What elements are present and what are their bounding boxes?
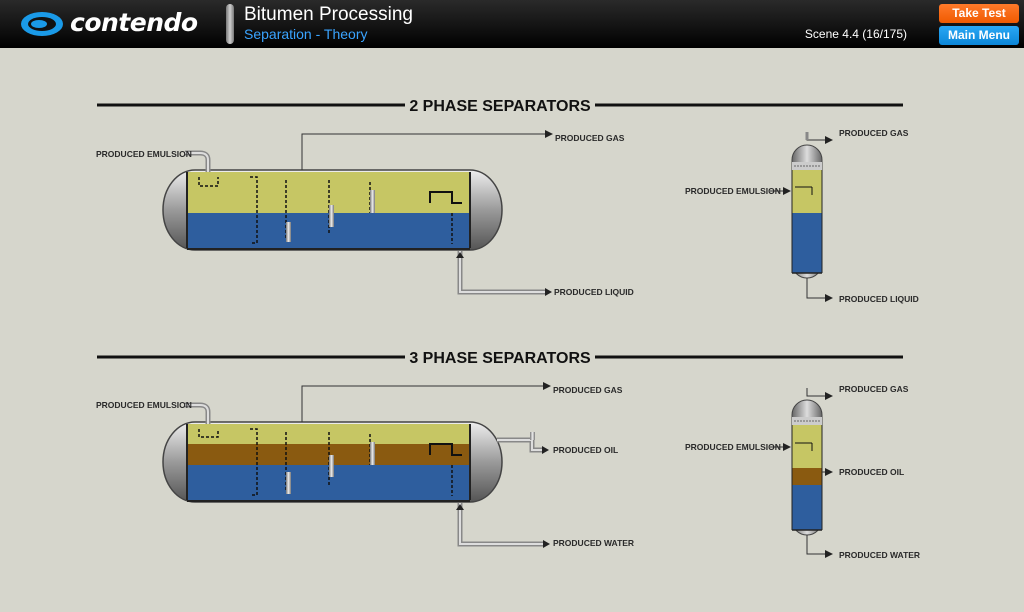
two-phase-heading: 2 PHASE SEPARATORS	[409, 98, 591, 115]
three-phase-section: 3 PHASE SEPARATORS	[96, 350, 920, 560]
separator-diagram: 2 PHASE SEPARATORS	[96, 98, 920, 560]
three-phase-horizontal-vessel	[162, 382, 551, 548]
two-phase-v-liquid-label: PRODUCED LIQUID	[839, 294, 919, 304]
course-title: Bitumen Processing	[244, 4, 413, 25]
header-divider	[226, 4, 234, 44]
two-phase-v-gas-label: PRODUCED GAS	[839, 128, 909, 138]
three-phase-v-water-label: PRODUCED WATER	[839, 550, 920, 560]
two-phase-h-inlet-label: PRODUCED EMULSION	[96, 149, 192, 159]
three-phase-h-oil-label: PRODUCED OIL	[553, 445, 618, 455]
two-phase-h-gas-label: PRODUCED GAS	[555, 133, 625, 143]
two-phase-horizontal-vessel	[162, 130, 553, 296]
brand-wordmark: contendo	[70, 8, 198, 37]
two-phase-section: 2 PHASE SEPARATORS	[96, 98, 919, 304]
contendo-swirl-icon	[21, 12, 63, 36]
three-phase-vertical-vessel	[770, 388, 833, 558]
brand-logo: contendo	[18, 8, 218, 40]
three-phase-v-oil-label: PRODUCED OIL	[839, 467, 904, 477]
take-test-button[interactable]: Take Test	[939, 4, 1019, 23]
three-phase-v-gas-label: PRODUCED GAS	[839, 384, 909, 394]
three-phase-h-water-label: PRODUCED WATER	[553, 538, 634, 548]
two-phase-vertical-vessel	[770, 132, 833, 302]
two-phase-h-liquid-label: PRODUCED LIQUID	[554, 287, 634, 297]
main-menu-button[interactable]: Main Menu	[939, 26, 1019, 45]
top-bar: contendo Bitumen Processing Separation -…	[0, 0, 1024, 48]
two-phase-v-inlet-label: PRODUCED EMULSION	[685, 186, 781, 196]
three-phase-v-inlet-label: PRODUCED EMULSION	[685, 442, 781, 452]
three-phase-h-inlet-label: PRODUCED EMULSION	[96, 400, 192, 410]
course-subtitle: Separation - Theory	[244, 26, 368, 42]
three-phase-h-gas-label: PRODUCED GAS	[553, 385, 623, 395]
scene-counter: Scene 4.4 (16/175)	[804, 27, 907, 41]
three-phase-heading: 3 PHASE SEPARATORS	[409, 350, 591, 367]
